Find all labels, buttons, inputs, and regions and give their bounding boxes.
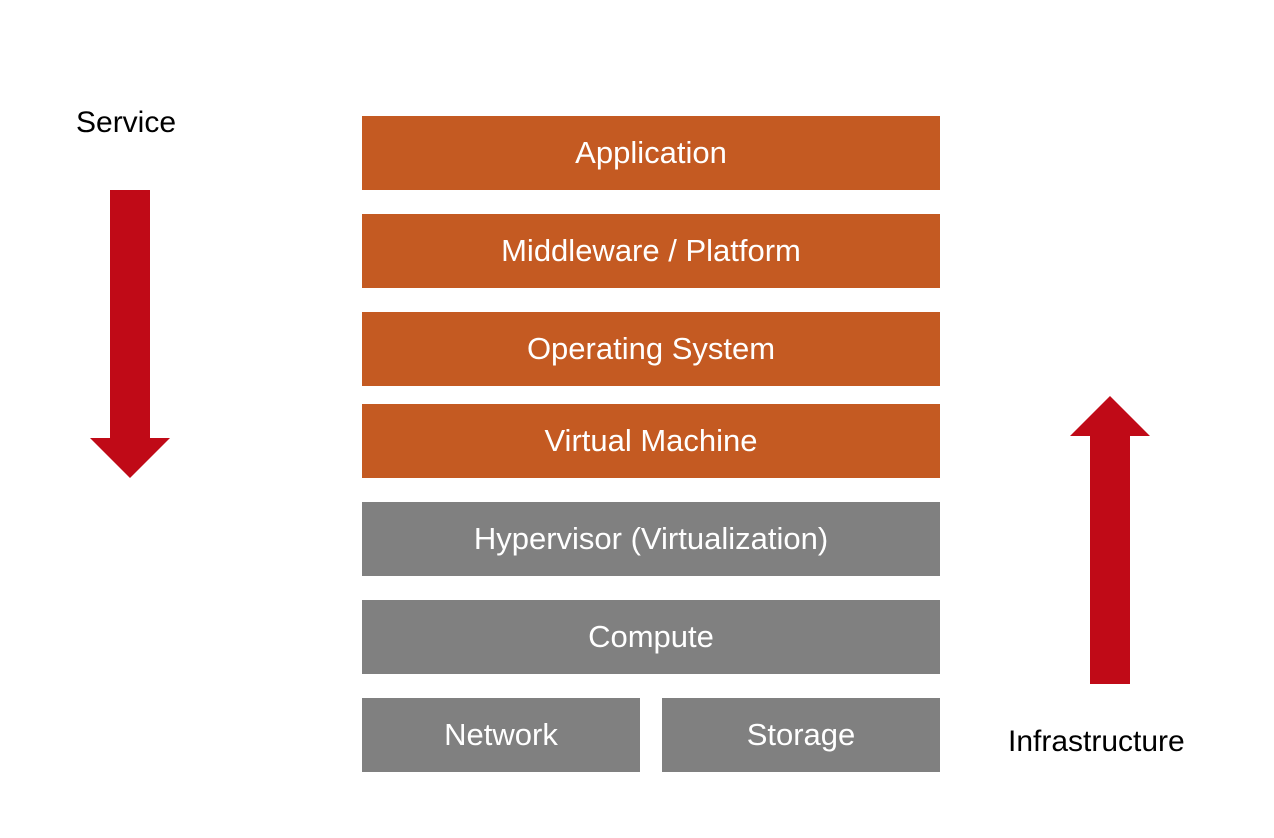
layer-virtual-machine: Virtual Machine xyxy=(362,404,940,478)
layer-application: Application xyxy=(362,116,940,190)
layer-storage: Storage xyxy=(662,698,940,772)
layer-middleware-platform: Middleware / Platform xyxy=(362,214,940,288)
layer-operating-system: Operating System xyxy=(362,312,940,386)
layer-compute: Compute xyxy=(362,600,940,674)
layer-hypervisor: Hypervisor (Virtualization) xyxy=(362,502,940,576)
arrow-down-icon xyxy=(90,190,170,478)
arrow-up-icon xyxy=(1070,396,1150,684)
service-label: Service xyxy=(76,106,177,139)
infrastructure-label: Infrastructure xyxy=(1008,725,1185,758)
layer-network: Network xyxy=(362,698,640,772)
